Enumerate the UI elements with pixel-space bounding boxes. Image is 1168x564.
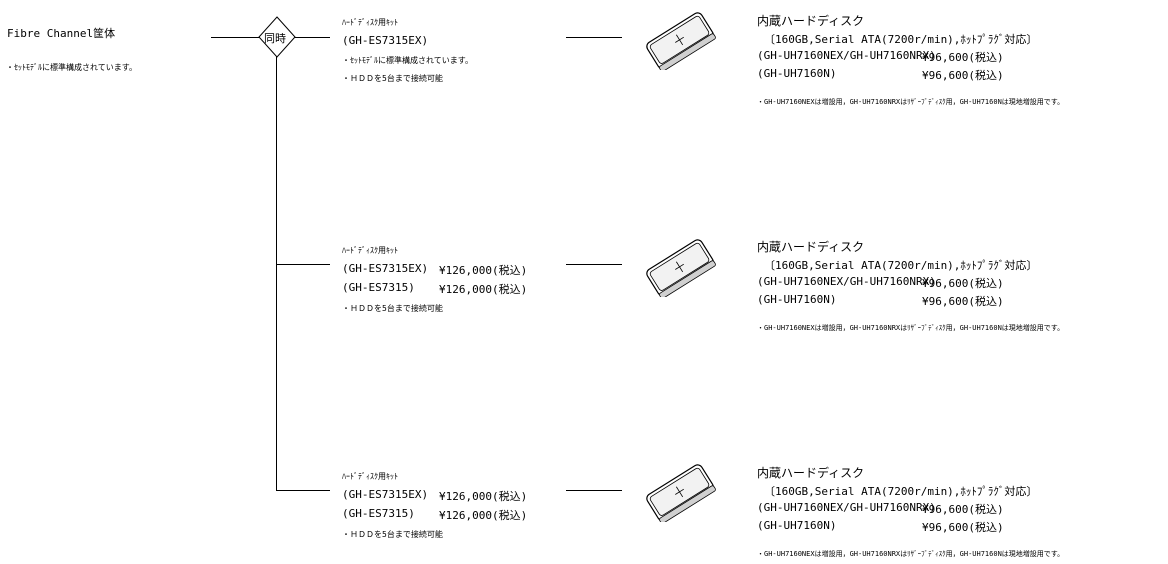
kit-line: (GH-ES7315) ¥126,000(税込): [342, 507, 527, 523]
disk-block-1: 内蔵ハードディスク 〔160GB,Serial ATA(7200r/min),ﾎ…: [757, 12, 1064, 107]
disk-model: (GH-UH7160NEX/GH-UH7160NRX): [757, 275, 936, 288]
kit-title: ﾊｰﾄﾞﾃﾞｨｽｸ用ｷｯﾄ: [342, 246, 398, 255]
disk-note: ・GH-UH7160NEXは増設用，GH-UH7160NRXはﾘｻﾞｰﾌﾞﾃﾞｨ…: [757, 98, 1065, 106]
disk-line: (GH-UH7160NEX/GH-UH7160NRX) ¥96,600(税込): [757, 275, 1064, 291]
simultaneous-diamond: [258, 16, 296, 58]
root-connector-line: [211, 37, 261, 38]
disk-spec: 〔160GB,Serial ATA(7200r/min),ﾎｯﾄﾌﾟﾗｸﾞ対応〕: [764, 259, 1038, 272]
disk-model: (GH-UH7160NEX/GH-UH7160NRX): [757, 49, 936, 62]
disk-block-2: 内蔵ハードディスク 〔160GB,Serial ATA(7200r/min),ﾎ…: [757, 238, 1064, 333]
disk-price: ¥96,600(税込): [922, 503, 1004, 516]
kit-model: (GH-ES7315EX): [342, 488, 429, 501]
kit-line: (GH-ES7315EX) ¥126,000(税込): [342, 262, 527, 278]
kit-model: (GH-ES7315EX): [342, 262, 429, 275]
kit-block-1: ﾊｰﾄﾞﾃﾞｨｽｸ用ｷｯﾄ (GH-ES7315EX) ・ｾｯﾄﾓﾃﾞﾙに標準構…: [342, 17, 473, 84]
kit-note: ・ＨＤＤを5台まで接続可能: [342, 530, 443, 539]
kit-price: ¥126,000(税込): [439, 509, 528, 522]
disk-note: ・GH-UH7160NEXは増設用，GH-UH7160NRXはﾘｻﾞｰﾌﾞﾃﾞｨ…: [757, 550, 1065, 558]
kit-block-2: ﾊｰﾄﾞﾃﾞｨｽｸ用ｷｯﾄ (GH-ES7315EX) ¥126,000(税込)…: [342, 245, 527, 314]
kit-title: ﾊｰﾄﾞﾃﾞｨｽｸ用ｷｯﾄ: [342, 18, 398, 27]
hard-disk-icon: [646, 12, 716, 70]
disk-note: ・GH-UH7160NEXは増設用，GH-UH7160NRXはﾘｻﾞｰﾌﾞﾃﾞｨ…: [757, 324, 1065, 332]
kit3-disk-line: [566, 490, 622, 491]
kit1-connector-line: [293, 37, 330, 38]
kit2-disk-line: [566, 264, 622, 265]
kit2-connector-line: [276, 264, 330, 265]
disk-model: (GH-UH7160N): [757, 293, 837, 306]
disk-spec: 〔160GB,Serial ATA(7200r/min),ﾎｯﾄﾌﾟﾗｸﾞ対応〕: [764, 33, 1038, 46]
kit-line: (GH-ES7315) ¥126,000(税込): [342, 281, 527, 297]
disk-title: 内蔵ハードディスク: [757, 466, 865, 480]
disk-line: (GH-UH7160N) ¥96,600(税込): [757, 293, 1064, 309]
kit-price: ¥126,000(税込): [439, 264, 528, 277]
disk-line: (GH-UH7160N) ¥96,600(税込): [757, 519, 1064, 535]
kit3-connector-line: [276, 490, 330, 491]
disk-block-3: 内蔵ハードディスク 〔160GB,Serial ATA(7200r/min),ﾎ…: [757, 464, 1064, 559]
root-note: ・ｾｯﾄﾓﾃﾞﾙに標準構成されています。: [6, 63, 137, 72]
disk-spec: 〔160GB,Serial ATA(7200r/min),ﾎｯﾄﾌﾟﾗｸﾞ対応〕: [764, 485, 1038, 498]
disk-model: (GH-UH7160N): [757, 67, 837, 80]
disk-line: (GH-UH7160NEX/GH-UH7160NRX) ¥96,600(税込): [757, 501, 1064, 517]
kit-line: (GH-ES7315EX) ¥126,000(税込): [342, 488, 527, 504]
disk-title: 内蔵ハードディスク: [757, 240, 865, 254]
simultaneous-label: 同時: [264, 32, 286, 45]
trunk-line: [276, 55, 277, 490]
kit1-disk-line: [566, 37, 622, 38]
kit-note: ・ｾｯﾄﾓﾃﾞﾙに標準構成されています。: [342, 56, 473, 65]
kit-model: (GH-ES7315): [342, 507, 415, 520]
disk-price: ¥96,600(税込): [922, 51, 1004, 64]
kit-price: ¥126,000(税込): [439, 283, 528, 296]
kit-block-3: ﾊｰﾄﾞﾃﾞｨｽｸ用ｷｯﾄ (GH-ES7315EX) ¥126,000(税込)…: [342, 471, 527, 540]
disk-model: (GH-UH7160N): [757, 519, 837, 532]
kit-title: ﾊｰﾄﾞﾃﾞｨｽｸ用ｷｯﾄ: [342, 472, 398, 481]
disk-model: (GH-UH7160NEX/GH-UH7160NRX): [757, 501, 936, 514]
disk-price: ¥96,600(税込): [922, 277, 1004, 290]
disk-line: (GH-UH7160N) ¥96,600(税込): [757, 67, 1064, 83]
disk-price: ¥96,600(税込): [922, 295, 1004, 308]
kit-price: ¥126,000(税込): [439, 490, 528, 503]
kit-note: ・ＨＤＤを5台まで接続可能: [342, 304, 443, 313]
disk-title: 内蔵ハードディスク: [757, 14, 865, 28]
hard-disk-icon: [646, 464, 716, 522]
root-title: Fibre Channel筐体: [7, 27, 116, 40]
kit-model: (GH-ES7315): [342, 281, 415, 294]
disk-price: ¥96,600(税込): [922, 521, 1004, 534]
hard-disk-icon: [646, 239, 716, 297]
disk-line: (GH-UH7160NEX/GH-UH7160NRX) ¥96,600(税込): [757, 49, 1064, 65]
disk-price: ¥96,600(税込): [922, 69, 1004, 82]
kit-note: ・ＨＤＤを5台まで接続可能: [342, 74, 443, 83]
kit-model: (GH-ES7315EX): [342, 34, 429, 47]
